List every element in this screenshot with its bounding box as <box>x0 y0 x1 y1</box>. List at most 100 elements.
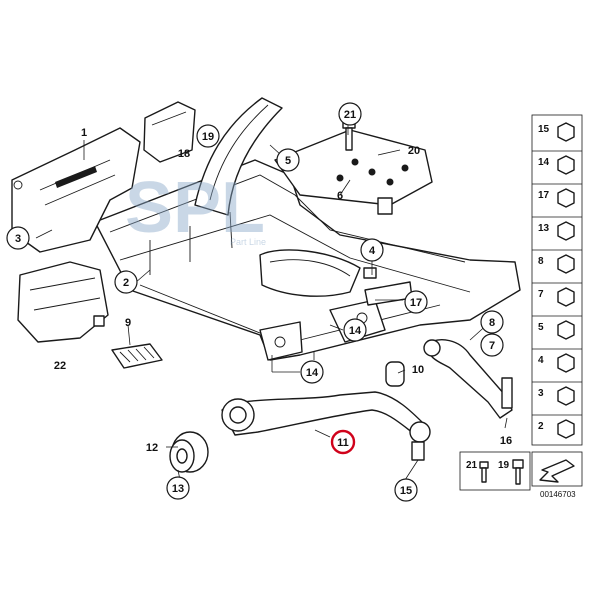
panel-item-7: 7 <box>532 282 582 307</box>
hardware-icon <box>557 122 575 142</box>
callout-circle-c3 <box>6 226 30 250</box>
callout-c21: 21 <box>338 102 362 126</box>
panel-item-label: 4 <box>538 355 544 366</box>
heat-shield-plate <box>274 129 433 215</box>
callout-c12: 12 <box>146 442 158 454</box>
callout-c17: 17 <box>404 290 428 314</box>
cover-plate <box>143 101 196 163</box>
callout-c3: 3 <box>6 226 30 250</box>
callout-c16: 16 <box>500 435 512 447</box>
callout-label-c16: 16 <box>500 435 512 447</box>
panel-item-label: 7 <box>538 289 544 300</box>
callout-label-c14b: 14 <box>306 367 319 379</box>
callout-label-c20: 20 <box>408 145 420 157</box>
callout-c20: 20 <box>408 145 420 157</box>
callout-circle-c17 <box>404 290 428 314</box>
callout-c8: 8 <box>480 310 504 334</box>
splash-guard <box>17 261 109 343</box>
callout-label-c21: 21 <box>344 109 356 121</box>
tension-strut <box>423 339 513 419</box>
callout-circle-c7 <box>480 333 504 357</box>
panel-item-label: 5 <box>538 322 544 333</box>
hardware-icon <box>557 353 575 373</box>
callout-label-c7: 7 <box>489 340 495 352</box>
panel-item-label: 13 <box>538 223 550 234</box>
watermark-text: SPL <box>125 168 265 248</box>
callout-c6: 6 <box>337 190 343 202</box>
callout-label-c8: 8 <box>489 317 495 329</box>
panel-item-3: 3 <box>532 381 582 406</box>
callout-c18: 18 <box>178 148 190 160</box>
callout-label-c22: 22 <box>54 360 66 372</box>
callout-circle-c14a <box>343 318 367 342</box>
callout-c7: 7 <box>480 333 504 357</box>
callout-c15: 15 <box>394 478 418 502</box>
callout-label-c3: 3 <box>15 233 21 245</box>
callout-label-c12: 12 <box>146 442 158 454</box>
panel-item-label: 8 <box>538 256 544 267</box>
callout-c22: 22 <box>54 360 66 372</box>
panel-item-5: 5 <box>532 315 582 340</box>
callout-label-c15: 15 <box>400 485 412 497</box>
panel-item-15: 15 <box>538 122 575 142</box>
callout-circle-c8 <box>480 310 504 334</box>
callout-label-c5: 5 <box>285 155 291 167</box>
hardware-icon <box>557 155 575 175</box>
rubber-mount <box>169 431 209 473</box>
callout-c14b: 14 <box>300 360 324 384</box>
strut-brace <box>194 97 283 216</box>
bottom-part-label-21: 21 <box>466 460 478 471</box>
callout-label-c13: 13 <box>172 483 184 495</box>
hardware-icon <box>557 221 575 241</box>
panel-item-label: 2 <box>538 421 544 432</box>
heat-shield-pad <box>111 343 163 369</box>
callout-c1: 1 <box>81 127 87 139</box>
callout-c9: 9 <box>125 317 131 329</box>
panel-item-14: 14 <box>532 150 582 175</box>
panel-item-label: 17 <box>538 190 550 201</box>
wishbone-control-arm <box>221 391 431 461</box>
clip-21-shank-icon <box>481 467 487 483</box>
callout-circle-c13 <box>166 476 190 500</box>
parts-panel: 15 14 17 13 8 7 5 4 3 2 <box>531 114 583 446</box>
panel-item-label: 14 <box>538 157 550 168</box>
hardware-icon <box>557 386 575 406</box>
callout-label-c4: 4 <box>369 245 376 257</box>
bolt-19-icon <box>512 459 524 469</box>
panel-item-label: 3 <box>538 388 544 399</box>
callout-label-c6: 6 <box>337 190 343 202</box>
panel-item-label: 15 <box>538 124 550 135</box>
callout-label-c11: 11 <box>337 437 349 449</box>
callout-c2: 2 <box>114 270 138 294</box>
bolt-19-shank-icon <box>515 467 521 485</box>
clip-21-icon <box>479 461 489 469</box>
hardware-icon <box>557 188 575 208</box>
hardware-icon <box>557 287 575 307</box>
panel-item-8: 8 <box>532 249 582 274</box>
panel-item-17: 17 <box>532 183 582 208</box>
callout-c19: 19 <box>196 124 220 148</box>
diagram-id: 00146703 <box>540 490 576 499</box>
hardware-icon <box>557 320 575 340</box>
callout-c13: 13 <box>166 476 190 500</box>
bottom-parts: 21 19 00146703 <box>459 451 583 499</box>
callout-circle-c4 <box>360 238 384 262</box>
direction-arrow-icon <box>539 459 575 483</box>
watermark-subtext: Part Line <box>230 237 266 247</box>
callout-label-c10: 10 <box>412 364 424 376</box>
panel-item-4: 4 <box>532 348 582 373</box>
callout-circle-c15 <box>394 478 418 502</box>
callout-c10: 10 <box>412 364 424 376</box>
callout-circle-c11 <box>330 429 356 455</box>
callout-label-c19: 19 <box>202 131 214 143</box>
callout-circle-c2 <box>114 270 138 294</box>
parts-panel-items: 15 14 17 13 8 7 5 4 3 2 <box>532 122 582 439</box>
panel-item-13: 13 <box>532 216 582 241</box>
callout-label-c1: 1 <box>81 127 87 139</box>
bushing <box>385 361 405 387</box>
callout-c11: 11 <box>330 429 356 455</box>
callout-c14a: 14 <box>343 318 367 342</box>
callout-label-c9: 9 <box>125 317 131 329</box>
